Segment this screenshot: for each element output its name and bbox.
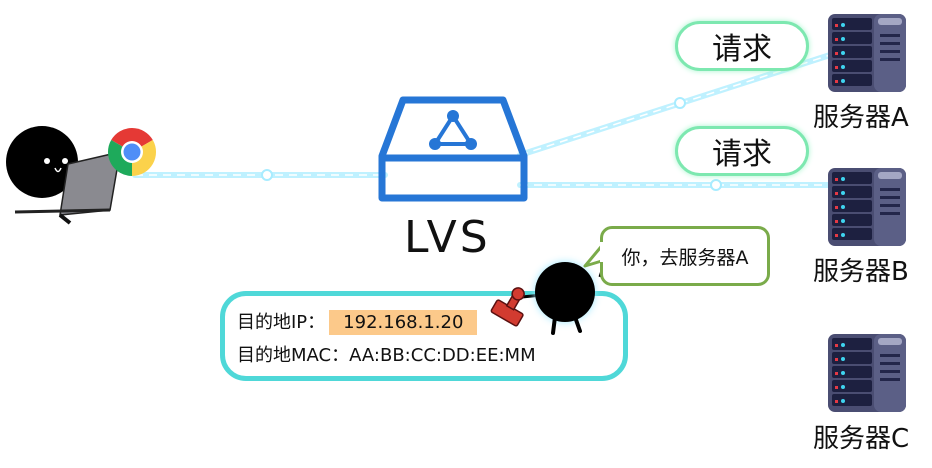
server-a-label: 服务器A <box>813 103 909 133</box>
request-pill-b: 请求 <box>675 126 809 176</box>
dest-ip-value: 192.168.1.20 <box>329 310 478 335</box>
dest-mac-row: 目的地MAC：AA:BB:CC:DD:EE:MM <box>237 341 536 367</box>
dest-mac-label: 目的地MAC： <box>237 345 350 366</box>
user-with-laptop <box>6 126 121 225</box>
server-c-icon <box>828 334 906 412</box>
line-node <box>261 169 273 181</box>
dest-ip-row: 目的地IP：192.168.1.20 <box>237 308 478 335</box>
lvs-load-balancer-icon <box>378 96 528 202</box>
speech-bubble: 你，去服务器A <box>600 226 770 286</box>
dest-mac-value: AA:BB:CC:DD:EE:MM <box>349 345 536 366</box>
stamp-character <box>490 254 609 335</box>
dest-ip-label: 目的地IP： <box>237 312 326 333</box>
server-b-label: 服务器B <box>813 257 909 287</box>
lvs-label: LVS <box>404 212 491 263</box>
line-node <box>710 179 722 191</box>
server-b-icon <box>828 168 906 246</box>
server-a-icon <box>828 14 906 92</box>
stamp-icon <box>490 287 525 327</box>
server-c-label: 服务器C <box>813 424 910 454</box>
request-pill-a: 请求 <box>675 21 809 71</box>
line-node <box>674 97 686 109</box>
chrome-icon <box>107 127 157 176</box>
